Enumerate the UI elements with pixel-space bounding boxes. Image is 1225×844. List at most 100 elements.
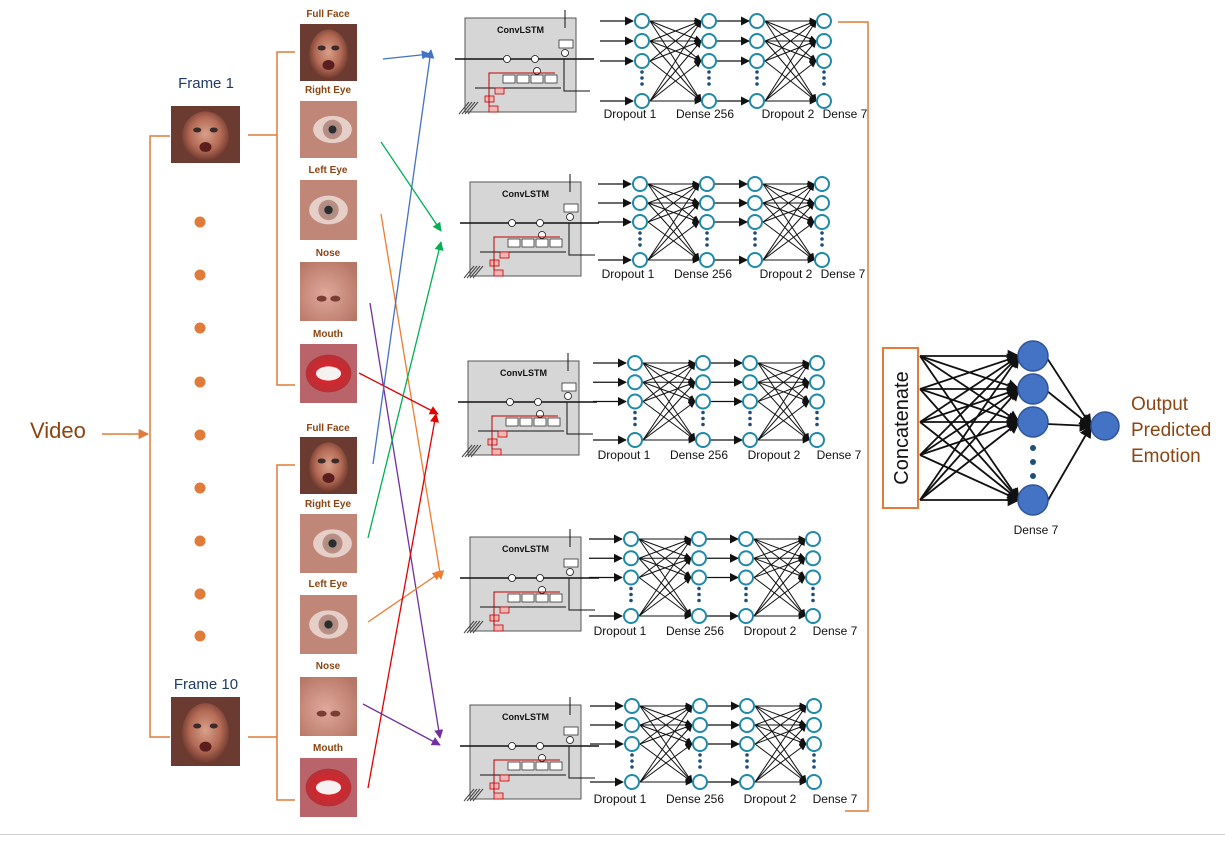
- nostril-left: [316, 295, 327, 302]
- neuron-ellipsis-dot: [820, 231, 824, 235]
- output-line: [568, 223, 595, 256]
- crop-photo: [300, 758, 357, 817]
- crop-to-convlstm-arrow: [367, 571, 442, 623]
- crop-label: Full Face: [306, 9, 350, 20]
- dense-connection: [753, 557, 806, 617]
- neuron-ellipsis-dot: [629, 598, 633, 603]
- dense-connection: [638, 557, 692, 617]
- layer-label: Dropout 2: [748, 448, 801, 462]
- dense-connection: [649, 20, 702, 102]
- neuron-node: [814, 195, 830, 211]
- output-label-line: Emotion: [1131, 446, 1201, 467]
- frame-ellipsis-dot: [194, 322, 206, 334]
- dense-connection: [639, 705, 693, 783]
- weight-line: [488, 72, 555, 106]
- tanh-box: [561, 382, 577, 392]
- frame-ellipsis-dot: [194, 429, 206, 441]
- input-hatch: [469, 620, 481, 634]
- crop-label: Mouth: [313, 743, 343, 754]
- dense-connection: [762, 201, 815, 223]
- crop-label: Full Face: [306, 423, 350, 434]
- neuron-node: [747, 214, 763, 230]
- neuron-ellipsis-dot: [815, 422, 819, 427]
- dense-network: [627, 355, 825, 448]
- output-connection: [1046, 419, 1093, 432]
- crop-photo: [300, 514, 357, 573]
- output-node: [1090, 411, 1120, 441]
- final-connection: [919, 355, 1020, 456]
- neuron-ellipsis-dot: [748, 410, 752, 415]
- neuron-ellipsis-dot: [811, 598, 815, 603]
- dense-connection: [754, 743, 807, 783]
- tanh-box: [563, 726, 579, 736]
- neuron-ellipsis-dot: [698, 753, 702, 757]
- output-connection: [1046, 424, 1092, 503]
- gate-box: [535, 593, 549, 603]
- face-eye-left: [193, 127, 202, 133]
- neuron-node: [699, 176, 715, 192]
- pointwise-op: [506, 398, 514, 406]
- output-label-line: Output: [1131, 394, 1189, 415]
- dense-connection: [642, 362, 696, 441]
- input-hatch: [466, 265, 478, 279]
- neuron-node: [627, 355, 643, 371]
- gate-box: [516, 74, 530, 84]
- final-dense-node: [1017, 373, 1049, 405]
- dense-connection: [649, 20, 702, 42]
- neuron-ellipsis-dot: [638, 243, 642, 247]
- dense-connection: [642, 381, 696, 402]
- dense-connection: [642, 401, 696, 441]
- pointwise-op: [534, 398, 542, 406]
- gate-box: [519, 417, 533, 427]
- face-eye-right: [331, 45, 340, 51]
- face-mouth: [199, 741, 212, 752]
- neuron-node: [738, 608, 754, 624]
- pointwise-op: [536, 574, 544, 582]
- input-hatch: [472, 265, 484, 279]
- neuron-node: [806, 717, 822, 733]
- layer-label: Dropout 1: [602, 267, 655, 281]
- neuron-ellipsis-dot: [629, 592, 633, 597]
- neuron-ellipsis-dot: [638, 231, 642, 235]
- layer-label: Dense 7: [813, 624, 858, 638]
- neuron-node: [692, 698, 708, 714]
- dense-connection: [753, 538, 806, 578]
- neuron-ellipsis-dot: [701, 422, 705, 427]
- neuron-ellipsis-dot: [745, 759, 749, 763]
- input-hatch: [466, 620, 478, 634]
- neuron-node: [806, 736, 822, 752]
- crop-photo: [300, 180, 357, 240]
- frame-ellipsis-dot: [194, 216, 206, 228]
- gate-box: [521, 761, 535, 771]
- dense-connection: [764, 40, 817, 62]
- tanh-box: [558, 39, 574, 49]
- convlstm-box: [467, 360, 580, 456]
- dense-connection: [647, 183, 700, 261]
- neuron-ellipsis-dot: [630, 753, 634, 757]
- neuron-node: [623, 531, 639, 547]
- dense-connection: [647, 182, 700, 204]
- input-hatch: [469, 265, 481, 279]
- layer-label: Dropout 1: [604, 107, 657, 121]
- final-connection: [919, 388, 1020, 501]
- crop-photo: [300, 677, 357, 736]
- final-dense-label: Dense 7: [1014, 523, 1059, 537]
- nostril-left: [316, 710, 327, 717]
- neuron-ellipsis-dot: [633, 422, 637, 427]
- eye-pupil: [324, 205, 333, 215]
- crop-photo: [300, 344, 357, 403]
- input-hatch: [464, 444, 476, 458]
- weight-box: [499, 606, 510, 614]
- final-ellipsis-dot: [1030, 445, 1036, 451]
- layer-label: Dropout 1: [594, 624, 647, 638]
- weight-box: [499, 251, 510, 259]
- face-mouth: [322, 60, 335, 71]
- dense-connection: [647, 201, 700, 223]
- neuron-node: [739, 717, 755, 733]
- crop-to-convlstm-arrow: [367, 413, 440, 789]
- final-connection: [919, 354, 1020, 501]
- pointwise-op: [508, 219, 516, 227]
- convlstm-title: ConvLSTM: [502, 544, 549, 554]
- neuron-ellipsis-dot: [753, 231, 757, 235]
- output-connection: [1046, 390, 1092, 427]
